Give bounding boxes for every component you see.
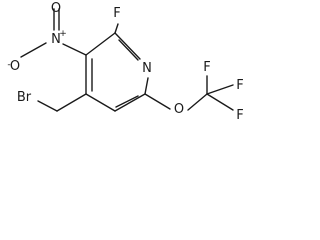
bond-n1-c6 xyxy=(144,77,149,95)
nitro-nitrogen-plus-charge: + xyxy=(59,29,67,39)
atom-nitro-nitrogen: N xyxy=(51,32,61,47)
bond-c6-o xyxy=(144,93,171,110)
bond-o-cf3 xyxy=(187,93,208,111)
bond-c5-c4 xyxy=(85,93,116,112)
bond-ch2-br xyxy=(37,100,58,112)
atom-fluorine-top: F xyxy=(113,6,120,21)
bond-c2-n1 xyxy=(114,32,141,60)
bond-cf3-f-bottom xyxy=(206,93,234,111)
atom-bromine: Br xyxy=(17,90,32,105)
bond-c6-c5-inner xyxy=(115,95,139,108)
atom-cf3-fluorine-bottom: F xyxy=(236,108,243,123)
bond-c4-ch2 xyxy=(56,93,87,112)
bond-c2-n1-inner xyxy=(118,39,139,61)
molecule-structure: F N + O O - N Br O F F F xyxy=(7,1,243,123)
bond-c2-f xyxy=(114,23,119,34)
atom-cf3-fluorine-top: F xyxy=(203,60,210,75)
atom-ether-oxygen: O xyxy=(174,102,184,117)
bond-c6-c5 xyxy=(114,93,146,112)
atom-nitro-oxygen-double: O xyxy=(51,1,61,16)
nitro-oxygen-minus-charge: - xyxy=(7,60,10,70)
bond-cf3-f-right xyxy=(206,84,234,95)
atom-cf3-fluorine-right: F xyxy=(236,78,243,93)
atom-pyridine-nitrogen: N xyxy=(142,61,152,76)
atom-nitro-oxygen-minus: O xyxy=(10,59,20,74)
bond-c3-nitro-n xyxy=(62,43,87,56)
bond-c3-c2 xyxy=(85,32,116,56)
bonds xyxy=(20,8,234,112)
bond-nitro-n-o-left xyxy=(20,42,47,58)
